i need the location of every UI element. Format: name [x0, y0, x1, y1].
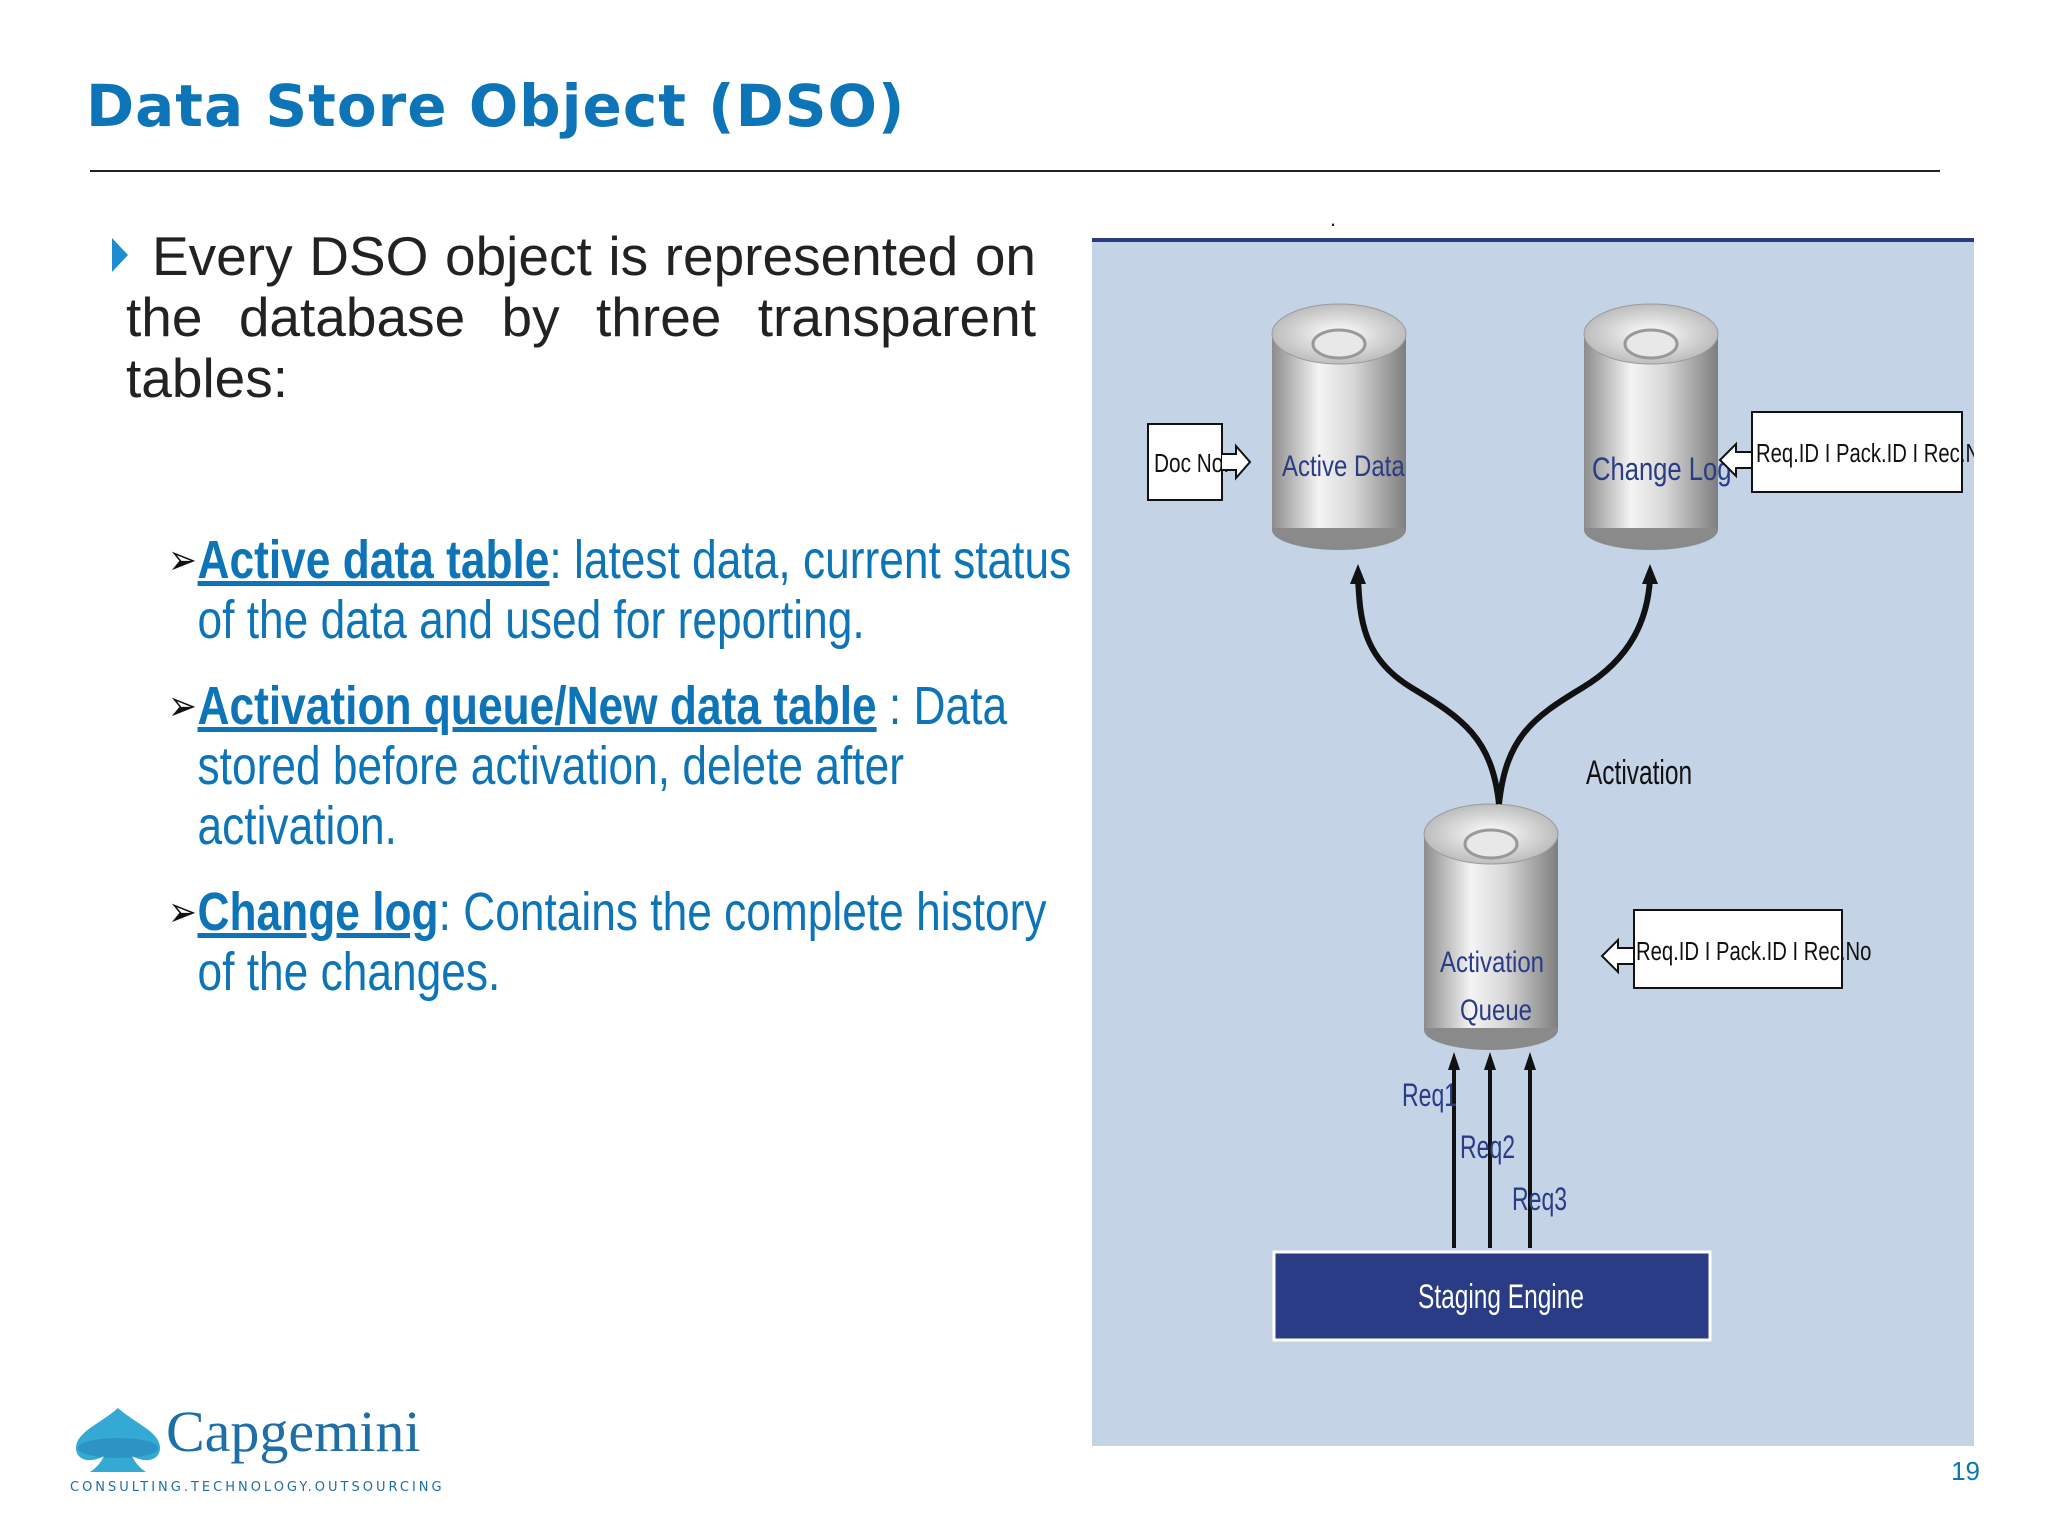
req3-label: Req3	[1512, 1181, 1567, 1217]
bullet-separator: :	[549, 530, 575, 590]
bullet-separator: :	[438, 882, 464, 942]
req-arrow-top	[1718, 441, 1752, 479]
arrow-bullet-icon: ➢	[168, 681, 197, 730]
bullet-separator	[877, 676, 889, 736]
req2-label: Req2	[1460, 1129, 1515, 1165]
queue-label-line2: Queue	[1460, 992, 1532, 1026]
bullet-active-data: ➢ Active data table: latest data, curren…	[168, 530, 1075, 650]
req-fields-top: Req.ID I Pack.ID I Rec.No	[1756, 439, 1974, 468]
staging-engine-label: Staging Engine	[1418, 1278, 1584, 1316]
bullet-text: : Data stored before activation, delete …	[197, 676, 1008, 856]
bullet-text: Contains the complete history of the cha…	[197, 882, 1047, 1002]
doc-no-label: Doc No.	[1154, 449, 1229, 478]
req1-arrowhead	[1448, 1052, 1460, 1070]
req-box-mid	[1633, 909, 1843, 989]
triangle-bullet-icon	[112, 238, 128, 272]
req3-arrowhead	[1524, 1052, 1536, 1070]
diagram-dot: .	[1330, 218, 1336, 231]
req-fields-mid: Req.ID I Pack.ID I Rec.No	[1636, 937, 1871, 966]
slide-title: Data Store Object (DSO)	[86, 72, 906, 140]
bullet-change-log: ➢ Change log: Contains the complete hist…	[168, 882, 1075, 1002]
arrowhead-changelog	[1642, 564, 1658, 584]
arrow-bullet-icon: ➢	[168, 535, 197, 584]
change-log-label: Change Log	[1592, 452, 1731, 487]
doc-no-arrow	[1222, 443, 1252, 481]
activation-label: Activation	[1586, 754, 1692, 792]
bullet-text: latest data, current status of the data …	[197, 530, 1072, 650]
cylinder-icon	[1583, 303, 1719, 550]
req1-label: Req1	[1402, 1077, 1457, 1113]
bullet-list: ➢ Active data table: latest data, curren…	[168, 530, 1071, 1002]
cylinder-icon	[1423, 803, 1559, 1050]
staging-engine-box	[1272, 1250, 1712, 1342]
req2-arrowhead	[1484, 1052, 1496, 1070]
spade-logo-icon	[76, 1408, 160, 1472]
activation-curve-left	[1355, 577, 1502, 805]
logo-wordmark: Capgemini	[166, 1399, 421, 1464]
bullet-term: Active data table	[197, 530, 550, 590]
req-box-top	[1751, 411, 1963, 493]
diagram-top-border	[1092, 238, 1974, 242]
intro-text: Every DSO object is represented on the d…	[126, 225, 1036, 409]
cylinder-icon	[1271, 303, 1407, 550]
dso-diagram: . Active Data Change Log Activation Queu…	[1092, 218, 1974, 1446]
bullet-term: Activation queue/New data table	[197, 676, 877, 736]
doc-no-box	[1147, 423, 1223, 501]
queue-label-line1: Activation	[1440, 944, 1544, 978]
arrow-bullet-icon: ➢	[168, 887, 197, 936]
logo-tagline: CONSULTING.TECHNOLOGY.OUTSOURCING	[70, 1480, 445, 1495]
page-number: 19	[1951, 1456, 1980, 1486]
bullet-term: Change log	[197, 882, 439, 942]
bullet-activation-queue: ➢ Activation queue/New data table : Data…	[168, 676, 1075, 856]
intro-paragraph: Every DSO object is represented on the d…	[112, 225, 1036, 409]
title-divider	[90, 170, 1940, 172]
req-arrow-mid	[1600, 937, 1634, 975]
arrowhead-active	[1350, 564, 1366, 584]
capgemini-logo: Capgemini CONSULTING.TECHNOLOGY.OUTSOURC…	[70, 1399, 442, 1502]
activation-curve-right	[1496, 577, 1653, 805]
active-data-label: Active Data	[1282, 448, 1405, 482]
